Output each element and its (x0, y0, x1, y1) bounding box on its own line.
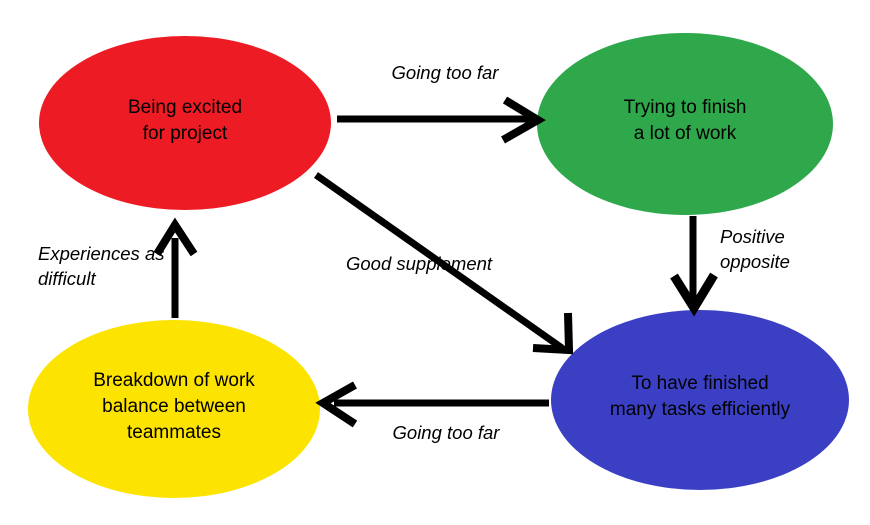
edge-breakdown-to-excited-arrow (153, 217, 198, 318)
edge-trying-to-finished-arrow (670, 216, 718, 317)
edge-label-experiences-as-difficult: Experiences as difficult (38, 243, 165, 289)
edge-label-good-supplement: Good supplement (346, 253, 493, 274)
node-breakdown-ellipse[interactable] (28, 320, 320, 498)
edge-label-going-too-far-bottom: Going too far (392, 422, 500, 443)
node-finished-ellipse[interactable] (551, 310, 849, 490)
edge-excited-to-trying-arrow (337, 96, 546, 144)
edge-excited-to-finished-arrow (313, 172, 574, 355)
edge-label-going-too-far-top: Going too far (391, 62, 499, 83)
node-excited-ellipse[interactable] (39, 36, 331, 210)
edge-finished-to-breakdown-arrow (315, 381, 549, 428)
node-trying-ellipse[interactable] (537, 33, 833, 215)
edge-label-positive-opposite: Positive opposite (720, 226, 790, 272)
